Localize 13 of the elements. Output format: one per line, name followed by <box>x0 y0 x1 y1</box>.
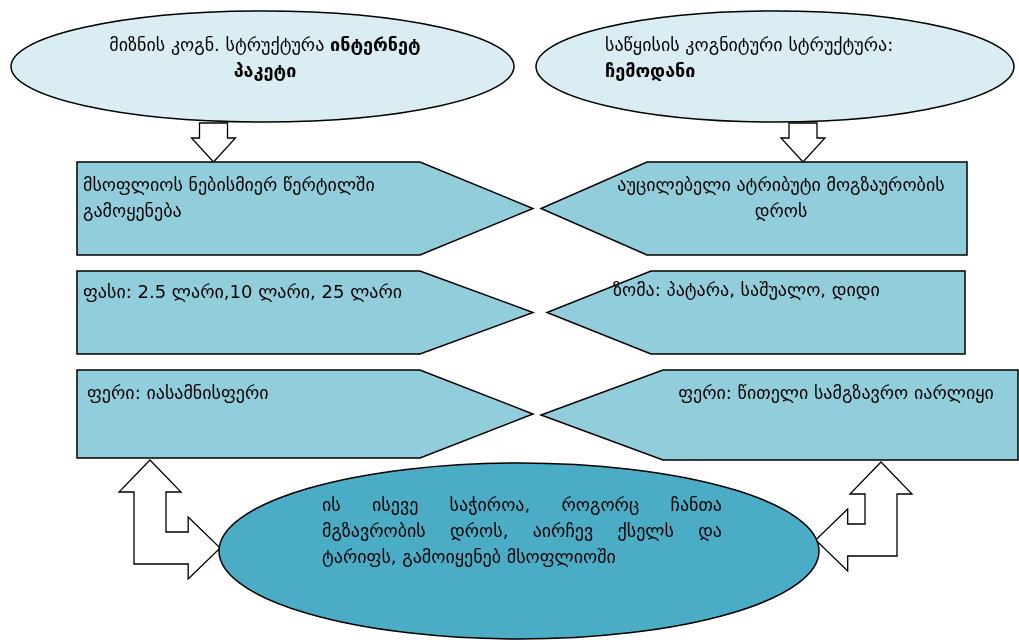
node-text: საწყისის კოგნიტური სტრუქტურა: ჩემოდანი <box>605 33 895 84</box>
block-arrow <box>190 122 237 163</box>
node-text: აუცილებელი ატრიბუტი მოგზაურობის დროს <box>616 173 946 224</box>
node-text: ფასი: 2.5 ლარი,10 ლარი, 25 ლარი <box>83 280 404 304</box>
node-text: ფერი: იასამნისფერი <box>87 381 270 405</box>
node-text: მსოფლიოს ნებისმიერ წერტილში გამოყენება <box>83 173 376 224</box>
block-arrow <box>117 459 222 581</box>
node-text: ფერი: წითელი სამგზავრო იარლიყი <box>677 381 995 405</box>
block-arrow <box>779 122 827 163</box>
node-text: ის ისევე საჭიროა, როგორც ჩანთა მგზავრობის დროს, აირჩევ ქსელს და ტარიფს, გამოიყენებ მსოფლიოში <box>322 493 722 570</box>
block-arrow <box>814 461 914 573</box>
node-text: ზომა: პატარა, საშუალო, დიდი <box>613 278 881 302</box>
node-text: მიზნის კოგნ. სტრუქტურა ინტერნეტ პაკეტი <box>108 33 422 84</box>
